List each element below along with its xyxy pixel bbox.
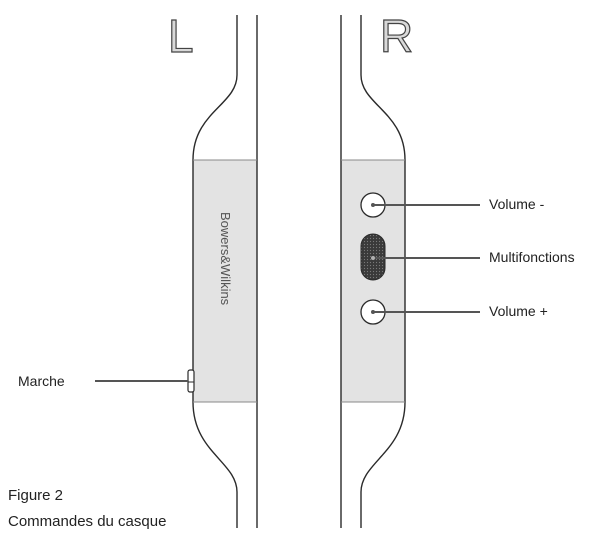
left-earcup: Bowers&Wilkins (187, 15, 258, 528)
figure-number: Figure 2 (8, 487, 64, 504)
leader-multifunction (371, 256, 480, 260)
label-power: Marche (18, 373, 65, 389)
leader-volume-up (371, 310, 480, 314)
figure-caption: Commandes du casque (8, 513, 167, 530)
leader-volume-down (371, 203, 480, 207)
right-earcup (340, 15, 406, 528)
right-earcup-outer-contour (360, 15, 406, 528)
leader-lines (95, 203, 480, 382)
label-volume-down: Volume - (489, 196, 545, 212)
left-earcup-panel (193, 160, 257, 402)
label-multifunction: Multifonctions (489, 249, 575, 265)
left-side-letter: L (168, 10, 194, 62)
right-side-letter: R (380, 10, 413, 62)
brand-text: Bowers&Wilkins (218, 212, 233, 306)
label-volume-up: Volume + (489, 303, 548, 319)
left-earcup-outer-contour (192, 15, 238, 528)
power-switch (187, 369, 195, 393)
